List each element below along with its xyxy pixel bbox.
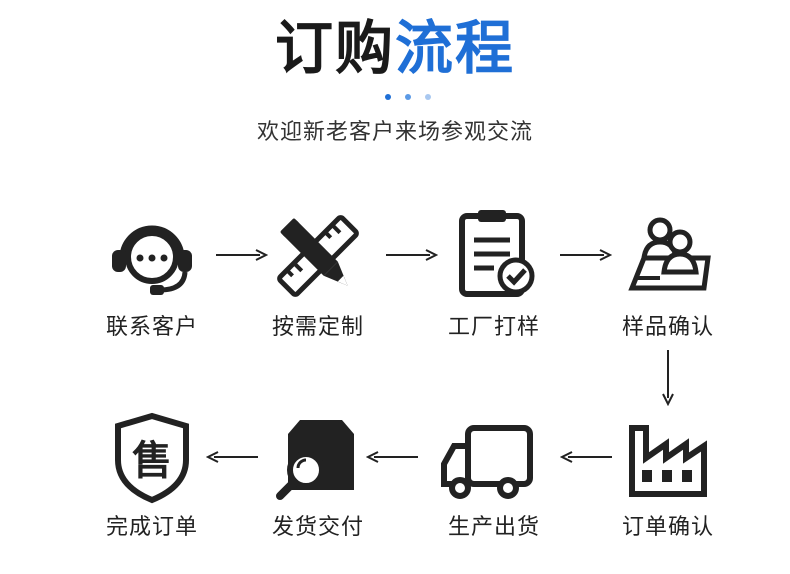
step-label-5: 订单确认 — [621, 515, 714, 540]
arrow-left-icon — [366, 451, 418, 463]
arrow-right-icon — [216, 249, 268, 261]
dot-2 — [405, 94, 411, 100]
arrow-right-icon — [560, 249, 612, 261]
page-subtitle: 欢迎新老客户来场参观交流 — [256, 120, 533, 145]
factory-icon — [629, 425, 707, 497]
dot-1 — [385, 94, 391, 100]
step-label-4: 样品确认 — [621, 315, 714, 340]
arrow-right-icon — [386, 249, 438, 261]
arrow-left-icon — [206, 451, 258, 463]
arrow-left-icon — [560, 451, 612, 463]
svg-text:售: 售 — [132, 438, 172, 484]
title-part-2: 流程 — [395, 14, 516, 82]
title-dots — [385, 94, 431, 102]
step-label-3: 工厂打样 — [447, 315, 540, 340]
step-label-8: 完成订单 — [105, 515, 198, 540]
title-part-1: 订购 — [274, 14, 395, 82]
shield-sale-icon: 售 — [115, 412, 189, 504]
box-search-icon — [276, 420, 354, 500]
step-label-7: 发货交付 — [271, 515, 364, 540]
step-label-6: 生产出货 — [447, 515, 540, 540]
headset-icon — [112, 225, 192, 295]
pencil-ruler-icon — [277, 215, 359, 297]
dot-3 — [425, 94, 431, 100]
step-label-1: 联系客户 — [105, 315, 198, 340]
users-card-icon — [628, 217, 711, 291]
step-label-2: 按需定制 — [271, 315, 364, 340]
page-title: 订购流程 — [0, 12, 790, 84]
truck-icon — [441, 425, 533, 499]
arrow-down-icon — [662, 350, 674, 406]
clipboard-check-icon — [459, 210, 535, 297]
